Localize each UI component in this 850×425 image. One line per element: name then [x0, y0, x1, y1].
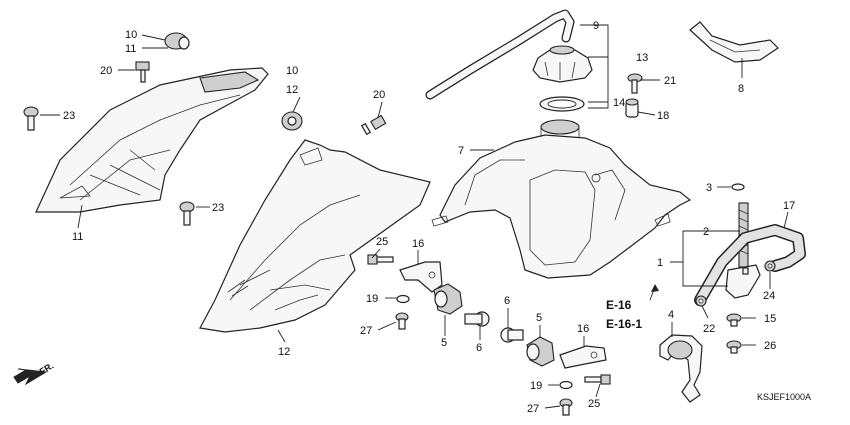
callout-19b: 19 [530, 380, 542, 392]
grommet-10-upper [164, 32, 190, 50]
diagram-code: KSJEF1000A [757, 392, 811, 402]
washer-19-upper [396, 294, 410, 304]
callout-12b: 12 [278, 346, 290, 358]
grommet-5-lower [526, 336, 555, 367]
callout-13: 13 [636, 52, 648, 64]
callout-25b: 25 [588, 398, 600, 410]
bolt-20-upper [135, 61, 150, 83]
reference-label-e161: E-16-1 [606, 317, 642, 331]
callout-4: 4 [668, 309, 674, 321]
bracket-16-lower [559, 345, 607, 369]
callout-27b: 27 [527, 403, 539, 415]
callout-18: 18 [657, 110, 669, 122]
collar-6-lower [500, 327, 524, 343]
callout-2: 2 [703, 226, 709, 238]
callout-8: 8 [738, 83, 744, 95]
washer-3 [731, 183, 745, 191]
bolt-15 [726, 313, 742, 327]
fuel-hose-17 [694, 224, 806, 306]
callout-5b: 5 [536, 312, 542, 324]
callout-23a: 23 [63, 110, 75, 122]
callout-25a: 25 [376, 236, 388, 248]
hose-holder-4 [659, 334, 703, 403]
callout-12a: 12 [286, 84, 298, 96]
callout-16a: 16 [412, 238, 424, 250]
bolt-25-lower [584, 374, 611, 385]
callout-26: 26 [764, 340, 776, 352]
callout-11a: 11 [125, 43, 136, 55]
bolt-27-lower [559, 398, 573, 416]
front-direction-label: FR. [38, 361, 56, 377]
callout-27a: 27 [360, 325, 372, 337]
grommet-5-upper [433, 283, 463, 315]
breather-hose-part [425, 9, 575, 100]
callout-20b: 20 [373, 89, 385, 101]
callout-11b: 11 [72, 231, 83, 243]
callout-15: 15 [764, 313, 776, 325]
callout-3: 3 [706, 182, 712, 194]
callout-21: 21 [664, 75, 676, 87]
callout-22: 22 [703, 323, 715, 335]
callout-16b: 16 [577, 323, 589, 335]
bracket-8-part [689, 21, 779, 63]
callout-5a: 5 [441, 337, 447, 349]
screw-21 [627, 73, 643, 94]
callout-1: 1 [657, 257, 663, 269]
bolt-20-lower [360, 114, 387, 136]
collar-18 [625, 98, 639, 118]
callout-23b: 23 [212, 202, 224, 214]
fuel-cap-part [532, 45, 593, 83]
reference-label-e16: E-16 [606, 298, 632, 312]
callout-14: 14 [613, 97, 625, 109]
hose-clip-24 [764, 260, 776, 272]
clip-23-lower [179, 201, 195, 226]
callout-9: 9 [593, 20, 599, 32]
bolt-25-upper [367, 254, 394, 265]
callout-10b: 10 [286, 65, 298, 77]
right-shroud-part [199, 139, 431, 333]
reference-arrow [649, 284, 659, 301]
grommet-10-lower [281, 111, 303, 131]
callout-6a: 6 [476, 342, 482, 354]
collar-6-upper [464, 311, 490, 327]
callout-10a: 10 [125, 29, 137, 41]
left-shroud-part [35, 67, 269, 213]
washer-19-lower [559, 380, 573, 390]
callout-17: 17 [783, 200, 795, 212]
callout-6b: 6 [504, 295, 510, 307]
clip-23-upper [23, 106, 39, 131]
callout-24: 24 [763, 290, 775, 302]
callout-19a: 19 [366, 293, 378, 305]
hose-clip-22 [695, 295, 707, 307]
fuel-tank-part [431, 119, 692, 279]
front-direction-arrow: FR. [13, 361, 56, 386]
bracket-16-upper [399, 261, 443, 293]
callout-7: 7 [458, 145, 464, 157]
cap-gasket-part [539, 96, 585, 112]
bolt-26 [726, 340, 742, 354]
callout-20a: 20 [100, 65, 112, 77]
leader-lines [40, 24, 789, 409]
bolt-27-upper [395, 312, 409, 330]
